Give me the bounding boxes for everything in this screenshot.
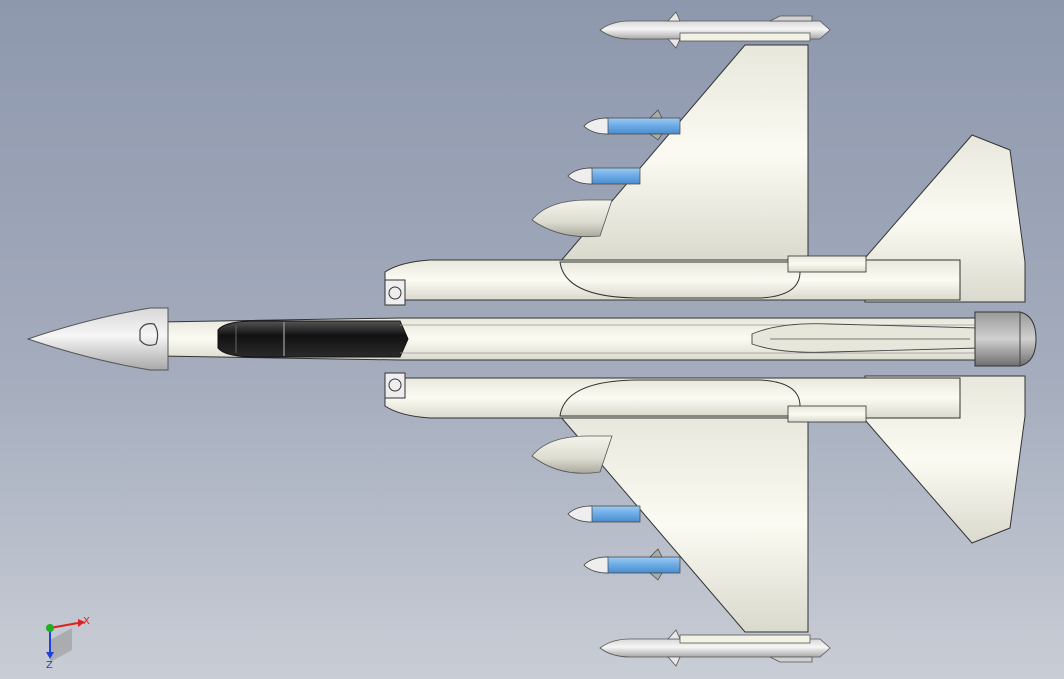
reference-triad: X Z	[46, 616, 90, 670]
canopy[interactable]	[217, 320, 409, 358]
wingtip-missile-top[interactable]	[599, 11, 831, 49]
z-axis-arrow	[46, 652, 54, 659]
y-axis-origin	[46, 624, 54, 632]
blue-missile-top-inner[interactable]	[567, 167, 641, 185]
x-axis-line	[49, 622, 79, 629]
x-axis-arrow	[78, 619, 85, 627]
nose-radome[interactable]	[26, 307, 169, 371]
dorsal-fin-root	[751, 323, 991, 353]
fuel-tank-bottom[interactable]	[531, 435, 613, 474]
blue-missile-bottom-inner[interactable]	[567, 505, 641, 523]
nose-probe-fitting	[139, 323, 159, 346]
wing-root-fairing-top	[559, 261, 801, 299]
x-axis-label: X	[83, 616, 90, 627]
blue-missile-bottom-outer[interactable]	[583, 548, 681, 581]
wingtip-missile-bottom[interactable]	[599, 629, 831, 667]
tail-fairing-bottom	[787, 405, 867, 423]
fuel-tank-top[interactable]	[531, 199, 613, 237]
wing-root-fairing-bottom	[559, 379, 801, 417]
blue-missile-top-outer[interactable]	[583, 109, 681, 141]
engine-nozzle[interactable]	[974, 311, 1037, 367]
z-axis-label: Z	[46, 660, 53, 670]
triad-shadow	[50, 628, 72, 662]
tail-fairing-top	[787, 255, 867, 273]
